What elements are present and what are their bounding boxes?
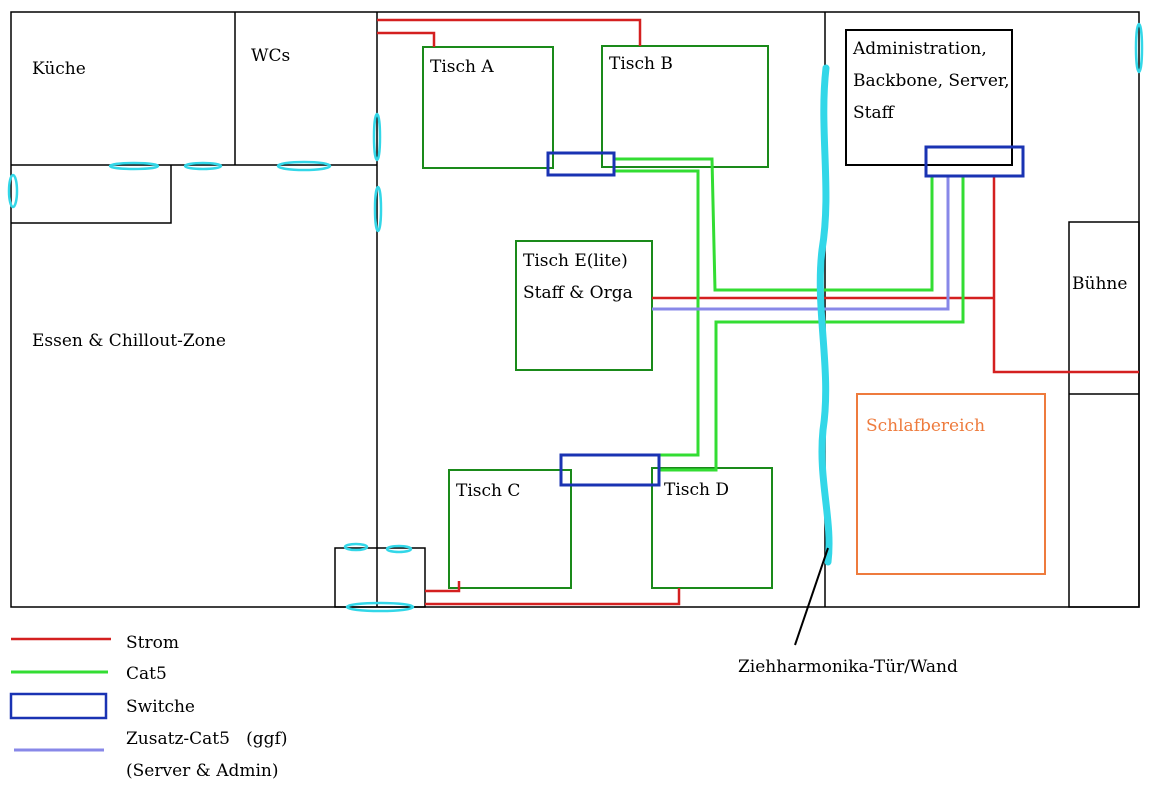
legend-strom-label: Strom bbox=[126, 633, 179, 653]
tables bbox=[422, 45, 773, 589]
table-e-label-2: Staff & Orga bbox=[523, 283, 633, 303]
admin-room bbox=[845, 29, 1013, 166]
windows bbox=[7, 22, 1144, 613]
window-4 bbox=[7, 173, 19, 209]
table-d-label: Tisch D bbox=[664, 480, 730, 500]
room-essen-label: Essen & Chillout-Zone bbox=[32, 331, 226, 351]
table-a-label: Tisch A bbox=[430, 57, 494, 77]
room-admin-label-1: Administration, bbox=[853, 39, 987, 59]
table-a bbox=[422, 46, 554, 169]
schlafbereich-area bbox=[856, 393, 1046, 575]
cat5-line-2 bbox=[614, 169, 700, 457]
window-3 bbox=[276, 160, 332, 172]
switch-ab bbox=[546, 151, 616, 177]
room-kueche-label: Küche bbox=[32, 59, 86, 79]
table-c-label: Tisch C bbox=[456, 481, 521, 501]
table-b bbox=[601, 45, 769, 168]
legend-switch-box bbox=[9, 692, 108, 720]
table-e-label-1: Tisch E(lite) bbox=[523, 251, 628, 271]
table-c bbox=[448, 469, 572, 589]
cat5-lines bbox=[614, 157, 965, 472]
legend-symbols bbox=[9, 637, 111, 752]
power-lines bbox=[377, 18, 1139, 606]
table-d bbox=[651, 467, 773, 589]
room-buehne-label: Bühne bbox=[1072, 274, 1128, 294]
window-7 bbox=[1134, 22, 1144, 74]
legend-zusatz-label: Zusatz-Cat5 (ggf) bbox=[126, 729, 288, 749]
zusatz-cat5-line bbox=[652, 176, 950, 311]
power-line-a bbox=[377, 31, 436, 47]
door-annotation: Ziehharmonika-Tür/Wand bbox=[738, 657, 958, 677]
legend-cat5-label: Cat5 bbox=[126, 664, 167, 684]
window-1 bbox=[108, 161, 160, 171]
stage-room bbox=[1068, 221, 1140, 608]
room-admin-label-2: Backbone, Server, bbox=[853, 71, 1010, 91]
table-b-label: Tisch B bbox=[609, 54, 673, 74]
room-wcs-label: WCs bbox=[251, 46, 291, 66]
room-admin-label-3: Staff bbox=[853, 103, 894, 123]
power-line-stage bbox=[992, 176, 1139, 374]
accordion-wall bbox=[816, 64, 833, 566]
door-pointer bbox=[794, 547, 829, 646]
legend-switche-label: Switche bbox=[126, 697, 195, 717]
cat5-line-1 bbox=[614, 157, 934, 292]
power-line-c bbox=[425, 581, 461, 593]
wall-counter bbox=[11, 165, 172, 224]
cat5-line-3 bbox=[659, 176, 965, 472]
switches bbox=[546, 145, 1025, 487]
window-6 bbox=[373, 185, 383, 233]
power-line-b bbox=[377, 18, 642, 46]
switch-cd bbox=[559, 453, 661, 487]
door-entrance bbox=[345, 601, 415, 613]
power-line-d bbox=[425, 588, 681, 606]
walls bbox=[10, 11, 1140, 608]
window-2 bbox=[183, 161, 223, 171]
window-5 bbox=[372, 112, 382, 162]
table-e bbox=[515, 240, 653, 371]
window-9 bbox=[385, 544, 413, 554]
outer-wall bbox=[10, 11, 1140, 608]
legend-zusatz-sub-label: (Server & Admin) bbox=[126, 761, 279, 781]
window-8 bbox=[343, 542, 369, 552]
room-schlaf-label: Schlafbereich bbox=[866, 416, 986, 436]
switch-admin bbox=[924, 145, 1025, 178]
entrance-box bbox=[334, 547, 426, 608]
